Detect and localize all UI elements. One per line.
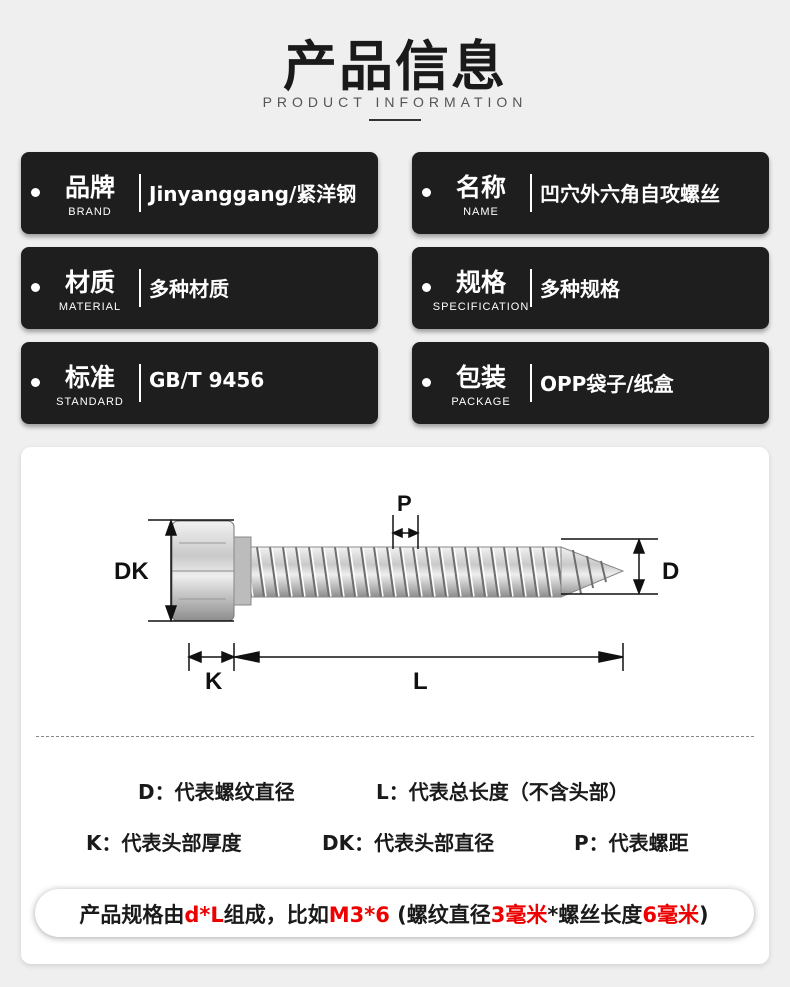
legend-p: P：代表螺距: [574, 831, 689, 855]
dimension-panel: DK P D K L: [21, 447, 769, 964]
info-card-specification: 规格 SPECIFICATION 多种规格: [412, 247, 769, 329]
page-title: 产品信息: [283, 35, 507, 98]
card-value: OPP袋子/纸盒: [540, 372, 674, 396]
card-label-en: STANDARD: [56, 396, 124, 408]
card-value: 多种材质: [149, 277, 229, 301]
info-card-name: 名称 NAME 凹穴外六角自攻螺丝: [412, 152, 769, 234]
card-label: 材质: [64, 268, 115, 297]
note-part: (螺纹直径: [389, 903, 491, 927]
note-part: 组成，比如: [223, 903, 329, 927]
bullet-dot-icon: [422, 188, 431, 197]
card-label-en: NAME: [463, 206, 499, 218]
info-card-package: 包装 PACKAGE OPP袋子/纸盒: [412, 342, 769, 424]
bullet-dot-icon: [422, 378, 431, 387]
card-value: 凹穴外六角自攻螺丝: [540, 182, 720, 206]
info-card-material: 材质 MATERIAL 多种材质: [21, 247, 378, 329]
note-highlight: 3毫米: [490, 903, 548, 927]
card-label: 标准: [64, 363, 115, 392]
legend-d: D：代表螺纹直径: [138, 780, 295, 804]
screw-shank: [250, 546, 625, 598]
card-value: 多种规格: [540, 277, 620, 301]
card-label-en: BRAND: [68, 206, 112, 218]
bullet-dot-icon: [31, 283, 40, 292]
card-label-en: PACKAGE: [451, 396, 511, 408]
card-label-en: SPECIFICATION: [432, 301, 530, 313]
card-label: 包装: [455, 363, 506, 392]
screw-head: [171, 520, 252, 622]
card-separator: [530, 269, 532, 307]
info-card-brand: 品牌 BRAND Jinyanggang/紧洋钢: [21, 152, 378, 234]
d-label: D: [662, 558, 679, 585]
card-value: Jinyanggang/紧洋钢: [149, 182, 357, 206]
card-label: 规格: [455, 268, 506, 297]
dashed-divider: [36, 736, 754, 737]
card-label: 名称: [455, 173, 506, 202]
card-separator: [530, 364, 532, 402]
dk-label: DK: [114, 558, 149, 585]
info-card-standard: 标准 STANDARD GB/T 9456: [21, 342, 378, 424]
bullet-dot-icon: [31, 378, 40, 387]
dk-dimension: [148, 518, 234, 623]
legend-l: L：代表总长度（不含头部）: [376, 780, 629, 804]
note-highlight: d*L: [184, 903, 224, 927]
card-separator: [139, 174, 141, 212]
note-highlight: M3*6: [328, 903, 390, 927]
note-part: 产品规格由: [79, 903, 185, 927]
p-label: P: [397, 491, 412, 516]
k-label: K: [205, 668, 223, 695]
k-l-dimension: [187, 643, 624, 671]
spec-format-note: 产品规格由d*L组成，比如M3*6 (螺纹直径3毫米*螺丝长度6毫米): [35, 889, 754, 937]
note-highlight: 6毫米: [642, 903, 700, 927]
screw-dimension-diagram: DK P D K L: [114, 491, 679, 695]
page-subtitle: PRODUCT INFORMATION: [262, 94, 528, 110]
card-value: GB/T 9456: [149, 368, 265, 392]
title-divider: [369, 119, 421, 121]
l-label: L: [413, 668, 428, 695]
p-dimension: [391, 515, 420, 549]
bullet-dot-icon: [31, 188, 40, 197]
card-separator: [139, 364, 141, 402]
card-separator: [530, 174, 532, 212]
legend-dk: DK：代表头部直径: [322, 831, 495, 855]
note-part: ): [699, 903, 709, 927]
card-label-en: MATERIAL: [58, 301, 122, 313]
card-label: 品牌: [64, 173, 115, 202]
card-separator: [139, 269, 141, 307]
spec-format-text: 产品规格由d*L组成，比如M3*6 (螺纹直径3毫米*螺丝长度6毫米): [49, 899, 739, 929]
note-part: *螺丝长度: [547, 903, 643, 927]
d-dimension: [561, 537, 658, 596]
bullet-dot-icon: [422, 283, 431, 292]
legend-k: K：代表头部厚度: [86, 831, 242, 855]
